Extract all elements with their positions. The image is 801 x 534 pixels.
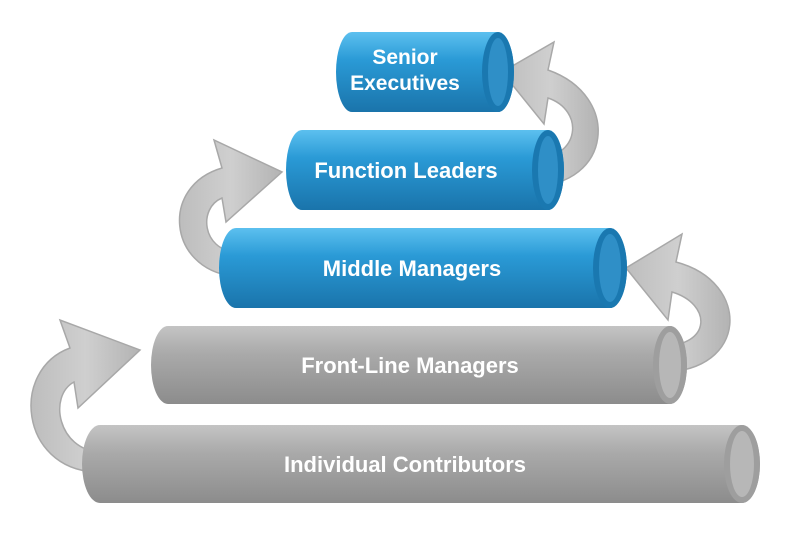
curved-arrow-icon [500,40,599,187]
tier-senior-executives: Senior Executives [336,32,514,112]
tier-label: Senior [372,46,437,69]
tier-individual-contributors: Individual Contributors [82,425,760,503]
tier-front-line-managers: Front-Line Managers [151,326,687,404]
tier-label: Function Leaders [314,158,497,183]
curved-arrow-icon [178,138,284,277]
tier-label: Individual Contributors [284,452,526,477]
tier-middle-managers: Middle Managers [219,228,627,308]
curved-arrow-icon [30,318,142,473]
tier-label: Executives [350,72,460,95]
curved-arrow-icon [624,232,731,373]
tier-label: Middle Managers [323,256,501,281]
tier-function-leaders: Function Leaders [286,130,564,210]
tier-label: Front-Line Managers [301,353,519,378]
